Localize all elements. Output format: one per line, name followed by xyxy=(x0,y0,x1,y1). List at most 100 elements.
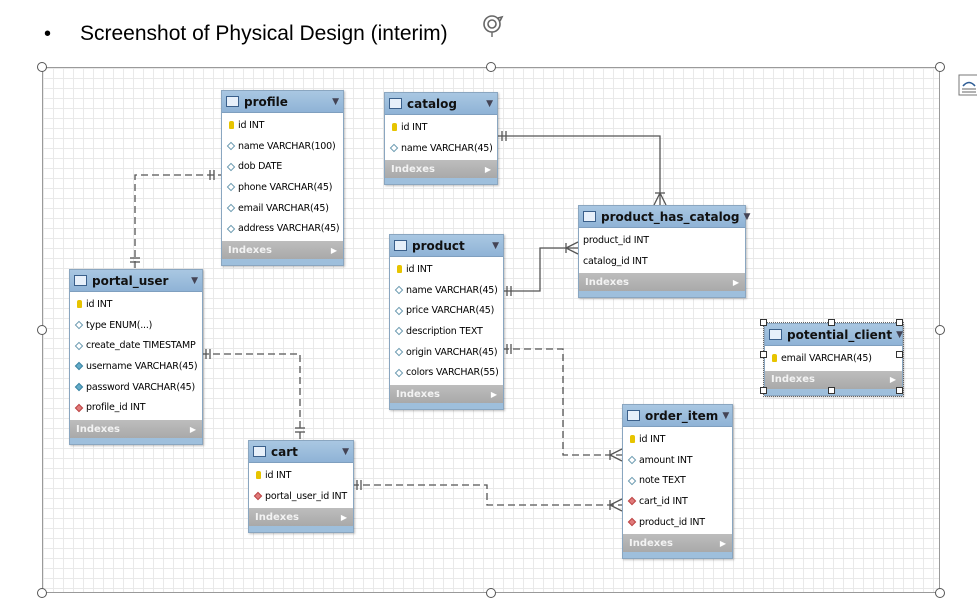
column-row[interactable]: cart_id INT xyxy=(623,491,732,512)
table-header[interactable]: product ▼ xyxy=(390,235,503,257)
expand-arrow-icon[interactable]: ▶ xyxy=(330,245,337,255)
indexes-section[interactable]: Indexes▶ xyxy=(385,160,497,179)
collapse-arrow-icon[interactable]: ▼ xyxy=(722,410,730,421)
foreign-key-icon xyxy=(627,517,637,527)
expand-arrow-icon[interactable]: ▶ xyxy=(340,512,347,522)
column-row[interactable]: amount INT xyxy=(623,450,732,471)
table-potential-client[interactable]: potential_client ▼ email VARCHAR(45) Ind… xyxy=(763,322,904,397)
column-label: email VARCHAR(45) xyxy=(781,352,872,364)
column-label: profile_id INT xyxy=(86,402,146,414)
resize-handle-bottom[interactable] xyxy=(486,588,496,598)
column-row[interactable]: type ENUM(...) xyxy=(70,315,202,336)
column-row[interactable]: username VARCHAR(45) xyxy=(70,356,202,377)
column-row[interactable]: price VARCHAR(45) xyxy=(390,300,503,321)
column-row[interactable]: dob DATE xyxy=(222,156,343,177)
table-product[interactable]: product ▼ id INT name VARCHAR(45) price … xyxy=(389,234,504,411)
expand-arrow-icon[interactable]: ▶ xyxy=(719,538,726,548)
expand-arrow-icon[interactable]: ▶ xyxy=(490,389,497,399)
collapse-arrow-icon[interactable]: ▼ xyxy=(486,98,493,109)
collapse-arrow-icon[interactable]: ▼ xyxy=(332,96,339,107)
indexes-section[interactable]: Indexes▶ xyxy=(222,241,343,260)
selection-handle[interactable] xyxy=(896,319,903,326)
selection-handle[interactable] xyxy=(896,387,903,394)
table-catalog[interactable]: catalog ▼ id INT name VARCHAR(45) Indexe… xyxy=(384,92,498,186)
table-cart[interactable]: cart ▼ id INT portal_user_id INT Indexes… xyxy=(248,440,354,534)
column-row[interactable]: address VARCHAR(45) xyxy=(222,218,343,239)
indexes-section[interactable]: Indexes▶ xyxy=(249,508,353,527)
table-footer xyxy=(249,526,353,533)
selection-handle[interactable] xyxy=(828,387,835,394)
column-label: create_date TIMESTAMP xyxy=(86,340,196,352)
table-portal-user[interactable]: portal_user ▼ id INT type ENUM(...) crea… xyxy=(69,269,203,446)
selection-handle[interactable] xyxy=(760,387,767,394)
column-row[interactable]: id INT xyxy=(249,465,353,486)
selection-handle[interactable] xyxy=(760,319,767,326)
expand-arrow-icon[interactable]: ▶ xyxy=(889,375,896,385)
column-row[interactable]: id INT xyxy=(70,294,202,315)
collapse-arrow-icon[interactable]: ▼ xyxy=(191,275,198,286)
expand-arrow-icon[interactable]: ▶ xyxy=(189,424,196,434)
table-header[interactable]: profile ▼ xyxy=(222,91,343,113)
table-header[interactable]: portal_user ▼ xyxy=(70,270,202,292)
resize-handle-bottom-left[interactable] xyxy=(37,588,47,598)
column-diamond-icon xyxy=(627,455,637,465)
indexes-section[interactable]: Indexes▶ xyxy=(70,420,202,439)
resize-handle-bottom-right[interactable] xyxy=(935,588,945,598)
column-row[interactable]: portal_user_id INT xyxy=(249,486,353,507)
column-row[interactable]: catalog_id INT xyxy=(579,251,745,272)
resize-handle-top-left[interactable] xyxy=(37,62,47,72)
table-header[interactable]: cart ▼ xyxy=(249,441,353,463)
column-row[interactable]: id INT xyxy=(222,115,343,136)
column-row[interactable]: product_id INT xyxy=(623,512,732,533)
column-label: id INT xyxy=(406,263,433,275)
column-row[interactable]: id INT xyxy=(623,429,732,450)
column-row[interactable]: profile_id INT xyxy=(70,397,202,418)
selection-handle[interactable] xyxy=(896,351,903,358)
column-row[interactable]: name VARCHAR(45) xyxy=(385,138,497,159)
resize-handle-top[interactable] xyxy=(486,62,496,72)
collapse-arrow-icon[interactable]: ▼ xyxy=(342,446,349,457)
column-row[interactable]: colors VARCHAR(55) xyxy=(390,362,503,383)
indexes-section[interactable]: Indexes▶ xyxy=(765,370,902,389)
table-header[interactable]: potential_client ▼ xyxy=(765,324,903,346)
column-row[interactable]: password VARCHAR(45) xyxy=(70,377,202,398)
column-row[interactable]: description TEXT xyxy=(390,321,503,342)
table-profile[interactable]: profile ▼ id INT name VARCHAR(100) dob D… xyxy=(221,90,344,267)
column-label: name VARCHAR(45) xyxy=(401,142,493,154)
table-product-has-catalog[interactable]: product_has_catalog ▼ product_id INT cat… xyxy=(578,205,750,299)
column-row[interactable]: phone VARCHAR(45) xyxy=(222,177,343,198)
rotate-handle-icon[interactable] xyxy=(479,12,505,38)
selection-handle[interactable] xyxy=(760,351,767,358)
collapse-arrow-icon[interactable]: ▼ xyxy=(896,329,903,340)
table-header[interactable]: product_has_catalog ▼ xyxy=(579,206,750,228)
indexes-section[interactable]: Indexes ▶ xyxy=(579,273,745,292)
column-row[interactable]: create_date TIMESTAMP xyxy=(70,335,202,356)
layout-options-icon[interactable] xyxy=(958,74,977,96)
column-row[interactable]: id INT xyxy=(385,117,497,138)
column-row[interactable]: product_id INT xyxy=(579,230,745,251)
collapse-arrow-icon[interactable]: ▼ xyxy=(743,211,751,222)
indexes-label: Indexes xyxy=(585,276,629,288)
column-label: phone VARCHAR(45) xyxy=(238,181,333,193)
column-label: name VARCHAR(45) xyxy=(406,284,498,296)
resize-handle-right[interactable] xyxy=(935,325,945,335)
indexes-section[interactable]: Indexes▶ xyxy=(623,534,732,553)
table-header[interactable]: catalog ▼ xyxy=(385,93,497,115)
column-row[interactable]: name VARCHAR(100) xyxy=(222,136,343,157)
resize-handle-left[interactable] xyxy=(37,325,47,335)
table-order-item[interactable]: order_item ▼ id INT amount INT note TEXT… xyxy=(622,404,733,560)
resize-handle-top-right[interactable] xyxy=(935,62,945,72)
expand-arrow-icon[interactable]: ▶ xyxy=(484,164,491,174)
table-header[interactable]: order_item ▼ xyxy=(623,405,732,427)
expand-arrow-icon[interactable]: ▶ xyxy=(732,277,739,287)
column-row[interactable]: note TEXT xyxy=(623,470,732,491)
column-row[interactable]: name VARCHAR(45) xyxy=(390,280,503,301)
table-footer xyxy=(222,259,343,266)
column-row[interactable]: email VARCHAR(45) xyxy=(222,198,343,219)
indexes-section[interactable]: Indexes▶ xyxy=(390,385,503,404)
column-row[interactable]: email VARCHAR(45) xyxy=(765,348,902,369)
selection-handle[interactable] xyxy=(828,319,835,326)
column-row[interactable]: id INT xyxy=(390,259,503,280)
column-row[interactable]: origin VARCHAR(45) xyxy=(390,342,503,363)
collapse-arrow-icon[interactable]: ▼ xyxy=(492,240,499,251)
